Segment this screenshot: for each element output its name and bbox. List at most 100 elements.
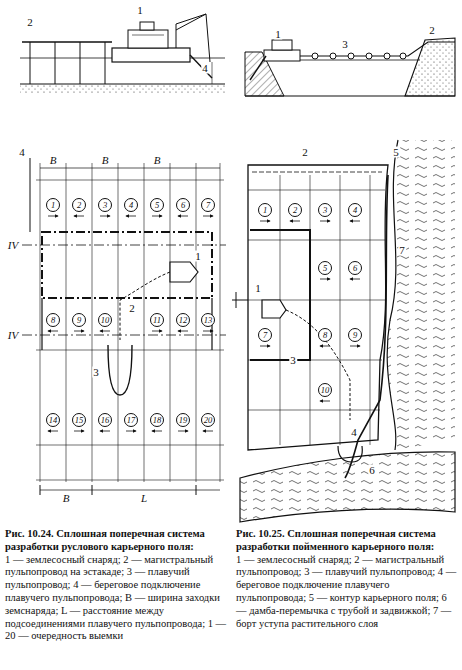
direction-arrow bbox=[350, 221, 360, 222]
excavation-order-circle: 17 bbox=[124, 413, 138, 427]
direction-arrow bbox=[100, 431, 110, 432]
order-number: 15 bbox=[75, 416, 84, 425]
excavation-order-circle: 6 bbox=[176, 198, 190, 212]
order-number: 1 bbox=[51, 201, 55, 210]
direction-arrow bbox=[126, 216, 136, 217]
direction-arrow bbox=[203, 331, 213, 332]
excavation-order-circle: 7 bbox=[258, 328, 272, 342]
excavation-order-circle: 15 bbox=[72, 413, 86, 427]
callout-number: 1 bbox=[136, 5, 144, 16]
direction-arrow bbox=[350, 346, 360, 347]
excavation-order-circle: 8 bbox=[318, 328, 332, 342]
excavation-order-circle: 4 bbox=[124, 198, 138, 212]
direction-arrow bbox=[152, 331, 162, 332]
direction-arrow bbox=[350, 279, 360, 280]
dimension-label: B bbox=[62, 493, 71, 504]
order-number: 7 bbox=[263, 331, 267, 340]
order-number: 3 bbox=[103, 201, 107, 210]
order-number: 3 bbox=[323, 206, 327, 215]
order-number: 6 bbox=[353, 264, 357, 273]
excavation-order-circle: 8 bbox=[46, 313, 60, 327]
direction-arrow bbox=[48, 331, 58, 332]
section-riverbed bbox=[20, 14, 225, 94]
order-number: 2 bbox=[77, 201, 81, 210]
figure-caption: Рис. 10.24. Сплошная поперечная система … bbox=[5, 528, 227, 643]
callout-number: 5 bbox=[392, 147, 400, 158]
excavation-order-circle: 6 bbox=[348, 261, 362, 275]
order-number: 8 bbox=[51, 316, 55, 325]
excavation-order-circle: 16 bbox=[98, 413, 112, 427]
callout-number: 7 bbox=[398, 245, 406, 256]
excavation-order-circle: 5 bbox=[150, 198, 164, 212]
order-number: 17 bbox=[127, 416, 136, 425]
callout-number: 2 bbox=[128, 303, 136, 314]
order-number: 1 bbox=[263, 206, 267, 215]
excavation-order-circle: 7 bbox=[201, 198, 215, 212]
excavation-order-circle: 1 bbox=[258, 203, 272, 217]
callout-number: 4 bbox=[350, 427, 358, 438]
order-number: 10 bbox=[101, 316, 110, 325]
plan-floodplain bbox=[232, 140, 455, 522]
excavation-order-circle: 18 bbox=[150, 413, 164, 427]
dimension-label: IV bbox=[7, 240, 19, 251]
excavation-order-circle: 19 bbox=[176, 413, 190, 427]
direction-arrow bbox=[320, 346, 330, 347]
order-number: 5 bbox=[323, 264, 327, 273]
caption-heading: Рис. 10.24. Сплошная поперечная система … bbox=[5, 528, 227, 554]
order-number: 18 bbox=[153, 416, 162, 425]
order-number: 9 bbox=[353, 331, 357, 340]
excavation-order-circle: 14 bbox=[46, 413, 60, 427]
plan-riverbed bbox=[22, 158, 226, 495]
excavation-order-circle: 11 bbox=[150, 313, 164, 327]
direction-arrow bbox=[320, 279, 330, 280]
excavation-order-circle: 2 bbox=[72, 198, 86, 212]
excavation-order-circle: 12 bbox=[176, 313, 190, 327]
callout-number: 1 bbox=[194, 251, 202, 262]
excavation-order-circle: 20 bbox=[201, 413, 215, 427]
order-number: 9 bbox=[77, 316, 81, 325]
order-number: 14 bbox=[49, 416, 58, 425]
direction-arrow bbox=[48, 431, 58, 432]
dimension-label: L bbox=[140, 493, 148, 504]
direction-arrow bbox=[320, 401, 330, 402]
direction-arrow bbox=[290, 221, 300, 222]
direction-arrow bbox=[260, 346, 270, 347]
order-number: 11 bbox=[153, 316, 161, 325]
section-floodplain bbox=[245, 38, 455, 96]
callout-number: 1 bbox=[274, 29, 282, 40]
excavation-order-circle: 3 bbox=[318, 203, 332, 217]
direction-arrow bbox=[260, 221, 270, 222]
direction-arrow bbox=[178, 331, 188, 332]
direction-arrow bbox=[152, 216, 162, 217]
order-number: 10 bbox=[321, 386, 330, 395]
figure-caption: Рис. 10.25. Сплошная поперечная система … bbox=[236, 528, 458, 630]
direction-arrow bbox=[152, 431, 162, 432]
order-number: 13 bbox=[204, 316, 213, 325]
dimension-label: B bbox=[101, 155, 110, 166]
callout-number: 1 bbox=[254, 283, 262, 294]
excavation-order-circle: 9 bbox=[72, 313, 86, 327]
callout-number: 3 bbox=[341, 39, 349, 50]
dimension-label: IV bbox=[7, 330, 19, 341]
order-number: 16 bbox=[101, 416, 110, 425]
order-number: 20 bbox=[204, 416, 213, 425]
direction-arrow bbox=[74, 216, 84, 217]
direction-arrow bbox=[48, 216, 58, 217]
callout-number: 4 bbox=[201, 63, 209, 74]
direction-arrow bbox=[203, 431, 213, 432]
excavation-order-circle: 5 bbox=[318, 261, 332, 275]
callout-number: 2 bbox=[26, 17, 34, 28]
order-number: 6 bbox=[181, 201, 185, 210]
direction-arrow bbox=[203, 216, 213, 217]
excavation-order-circle: 13 bbox=[201, 313, 215, 327]
callout-number: 3 bbox=[289, 355, 297, 366]
direction-arrow bbox=[178, 216, 188, 217]
excavation-order-circle: 4 bbox=[348, 203, 362, 217]
caption-heading: Рис. 10.25. Сплошная поперечная система … bbox=[236, 528, 458, 554]
order-number: 8 bbox=[323, 331, 327, 340]
direction-arrow bbox=[74, 331, 84, 332]
dimension-label: B bbox=[49, 155, 58, 166]
direction-arrow bbox=[126, 431, 136, 432]
excavation-order-circle: 9 bbox=[348, 328, 362, 342]
direction-arrow bbox=[100, 331, 110, 332]
